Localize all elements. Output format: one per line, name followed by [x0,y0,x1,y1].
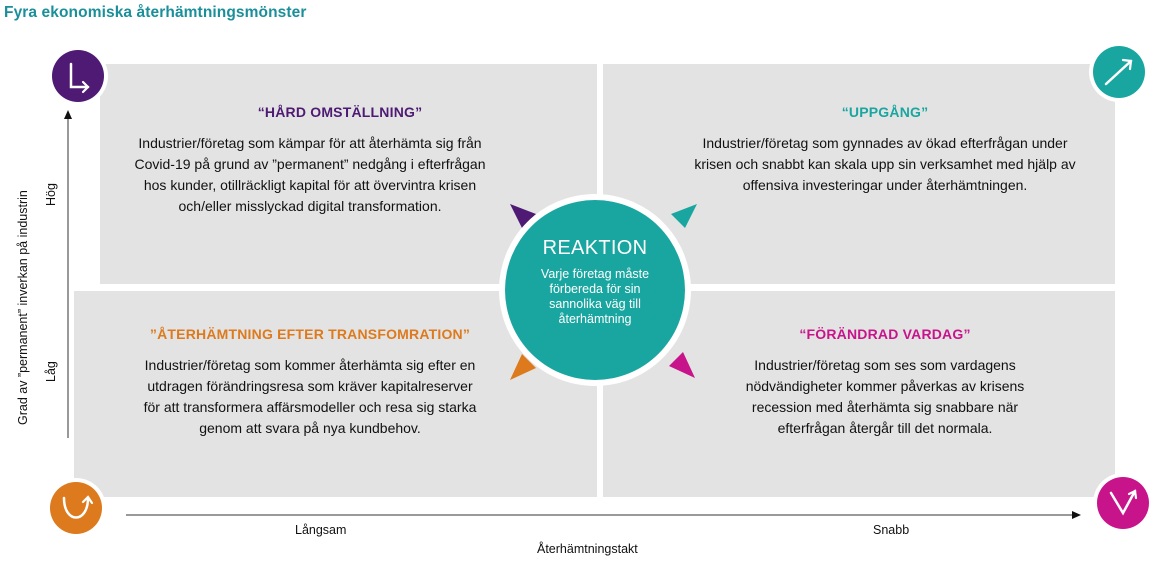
text-line: utdragen förändringsresa som kräver kapi… [147,378,473,394]
y-axis-title: Grad av ”permanent” inverkan på industri… [16,190,30,425]
quadrant-heading-changed-everyday: “FÖRÄNDRAD VARDAG” [799,326,971,342]
x-axis-fast-label: Snabb [873,523,910,537]
quadrant-text-upswing: Industrier/företag som gynnades av ökad … [660,133,1110,196]
text-line: genom att svara på nya kundbehov. [199,420,421,436]
quadrant-changed-everyday [603,291,1115,497]
quadrant-upswing [603,64,1115,284]
text-line: och/eller misslyckad digital transformat… [178,198,442,214]
page-title: Fyra ekonomiska återhämtningsmönster [4,4,307,21]
reaction-circle: REAKTION Varje företag måste förbereda f… [505,200,685,380]
text-line: Covid-19 på grund av ”permanent” nedgång… [134,156,486,172]
text-line: recession med återhämta sig snabbare när [751,399,1019,415]
text-line: krisen och snabbt kan skala upp sin verk… [694,156,1076,172]
rising-arrow-icon [1093,46,1145,98]
text-line: förbereda för sin [549,282,641,296]
L-shape-icon [52,50,104,102]
text-line: återhämtning [558,312,632,326]
x-axis-slow-label: Långsam [295,523,347,537]
quadrant-heading-recovery-after-transformation: ”ÅTERHÄMTNING EFTER TRANSFOMRATION” [149,326,471,342]
pointer-bottom-right-icon [669,352,695,378]
text-line: nödvändigheter kommer påverkas av krisen… [745,378,1025,394]
reaction-title: REAKTION [542,237,648,259]
text-line: Varje företag måste [540,267,650,281]
y-axis-low-label: Låg [44,361,58,382]
text-line: Industrier/företag som ses som vardagens [754,357,1016,373]
text-line: offensiva investeringar under återhämtni… [742,177,1028,193]
quadrant-heading-upswing: “UPPGÅNG” [841,104,929,120]
text-line: efterfrågan återgår till det normala. [777,420,993,436]
x-axis-title: Återhämtningstakt [537,542,638,556]
quadrant-recovery-after-transformation [74,291,597,497]
V-shape-icon [1097,477,1149,529]
quadrant-text-hard-transition: Industrier/företag som kämpar för att åt… [90,133,530,217]
quadrant-heading-hard-transition: “HÅRD OMSTÄLLNING” [257,104,423,120]
U-shape-icon [50,482,102,534]
text-line: hos kunder, otillräckligt kapital för at… [143,177,477,193]
quadrant-hard-transition [100,64,597,284]
text-line: för att transformera affärsmodeller och … [143,399,477,415]
quadrant-text-changed-everyday: Industrier/företag som ses som vardagens… [680,355,1090,439]
y-axis-arrow [64,110,72,438]
pointer-top-left-icon [510,204,536,228]
x-axis-arrow [126,511,1081,519]
pointer-top-right-icon [671,204,697,228]
text-line: sannolika väg till [549,297,641,311]
text-line: Industrier/företag som kämpar för att åt… [138,135,482,151]
reaction-text: Varje företag måste förbereda för sin sa… [525,267,665,327]
text-line: Industrier/företag som kommer återhämta … [144,357,476,373]
quadrant-text-recovery-after-transformation: Industrier/företag som kommer återhämta … [90,355,530,439]
pointer-bottom-left-icon [510,354,536,380]
text-line: Industrier/företag som gynnades av ökad … [702,135,1068,151]
y-axis-high-label: Hög [44,183,58,206]
